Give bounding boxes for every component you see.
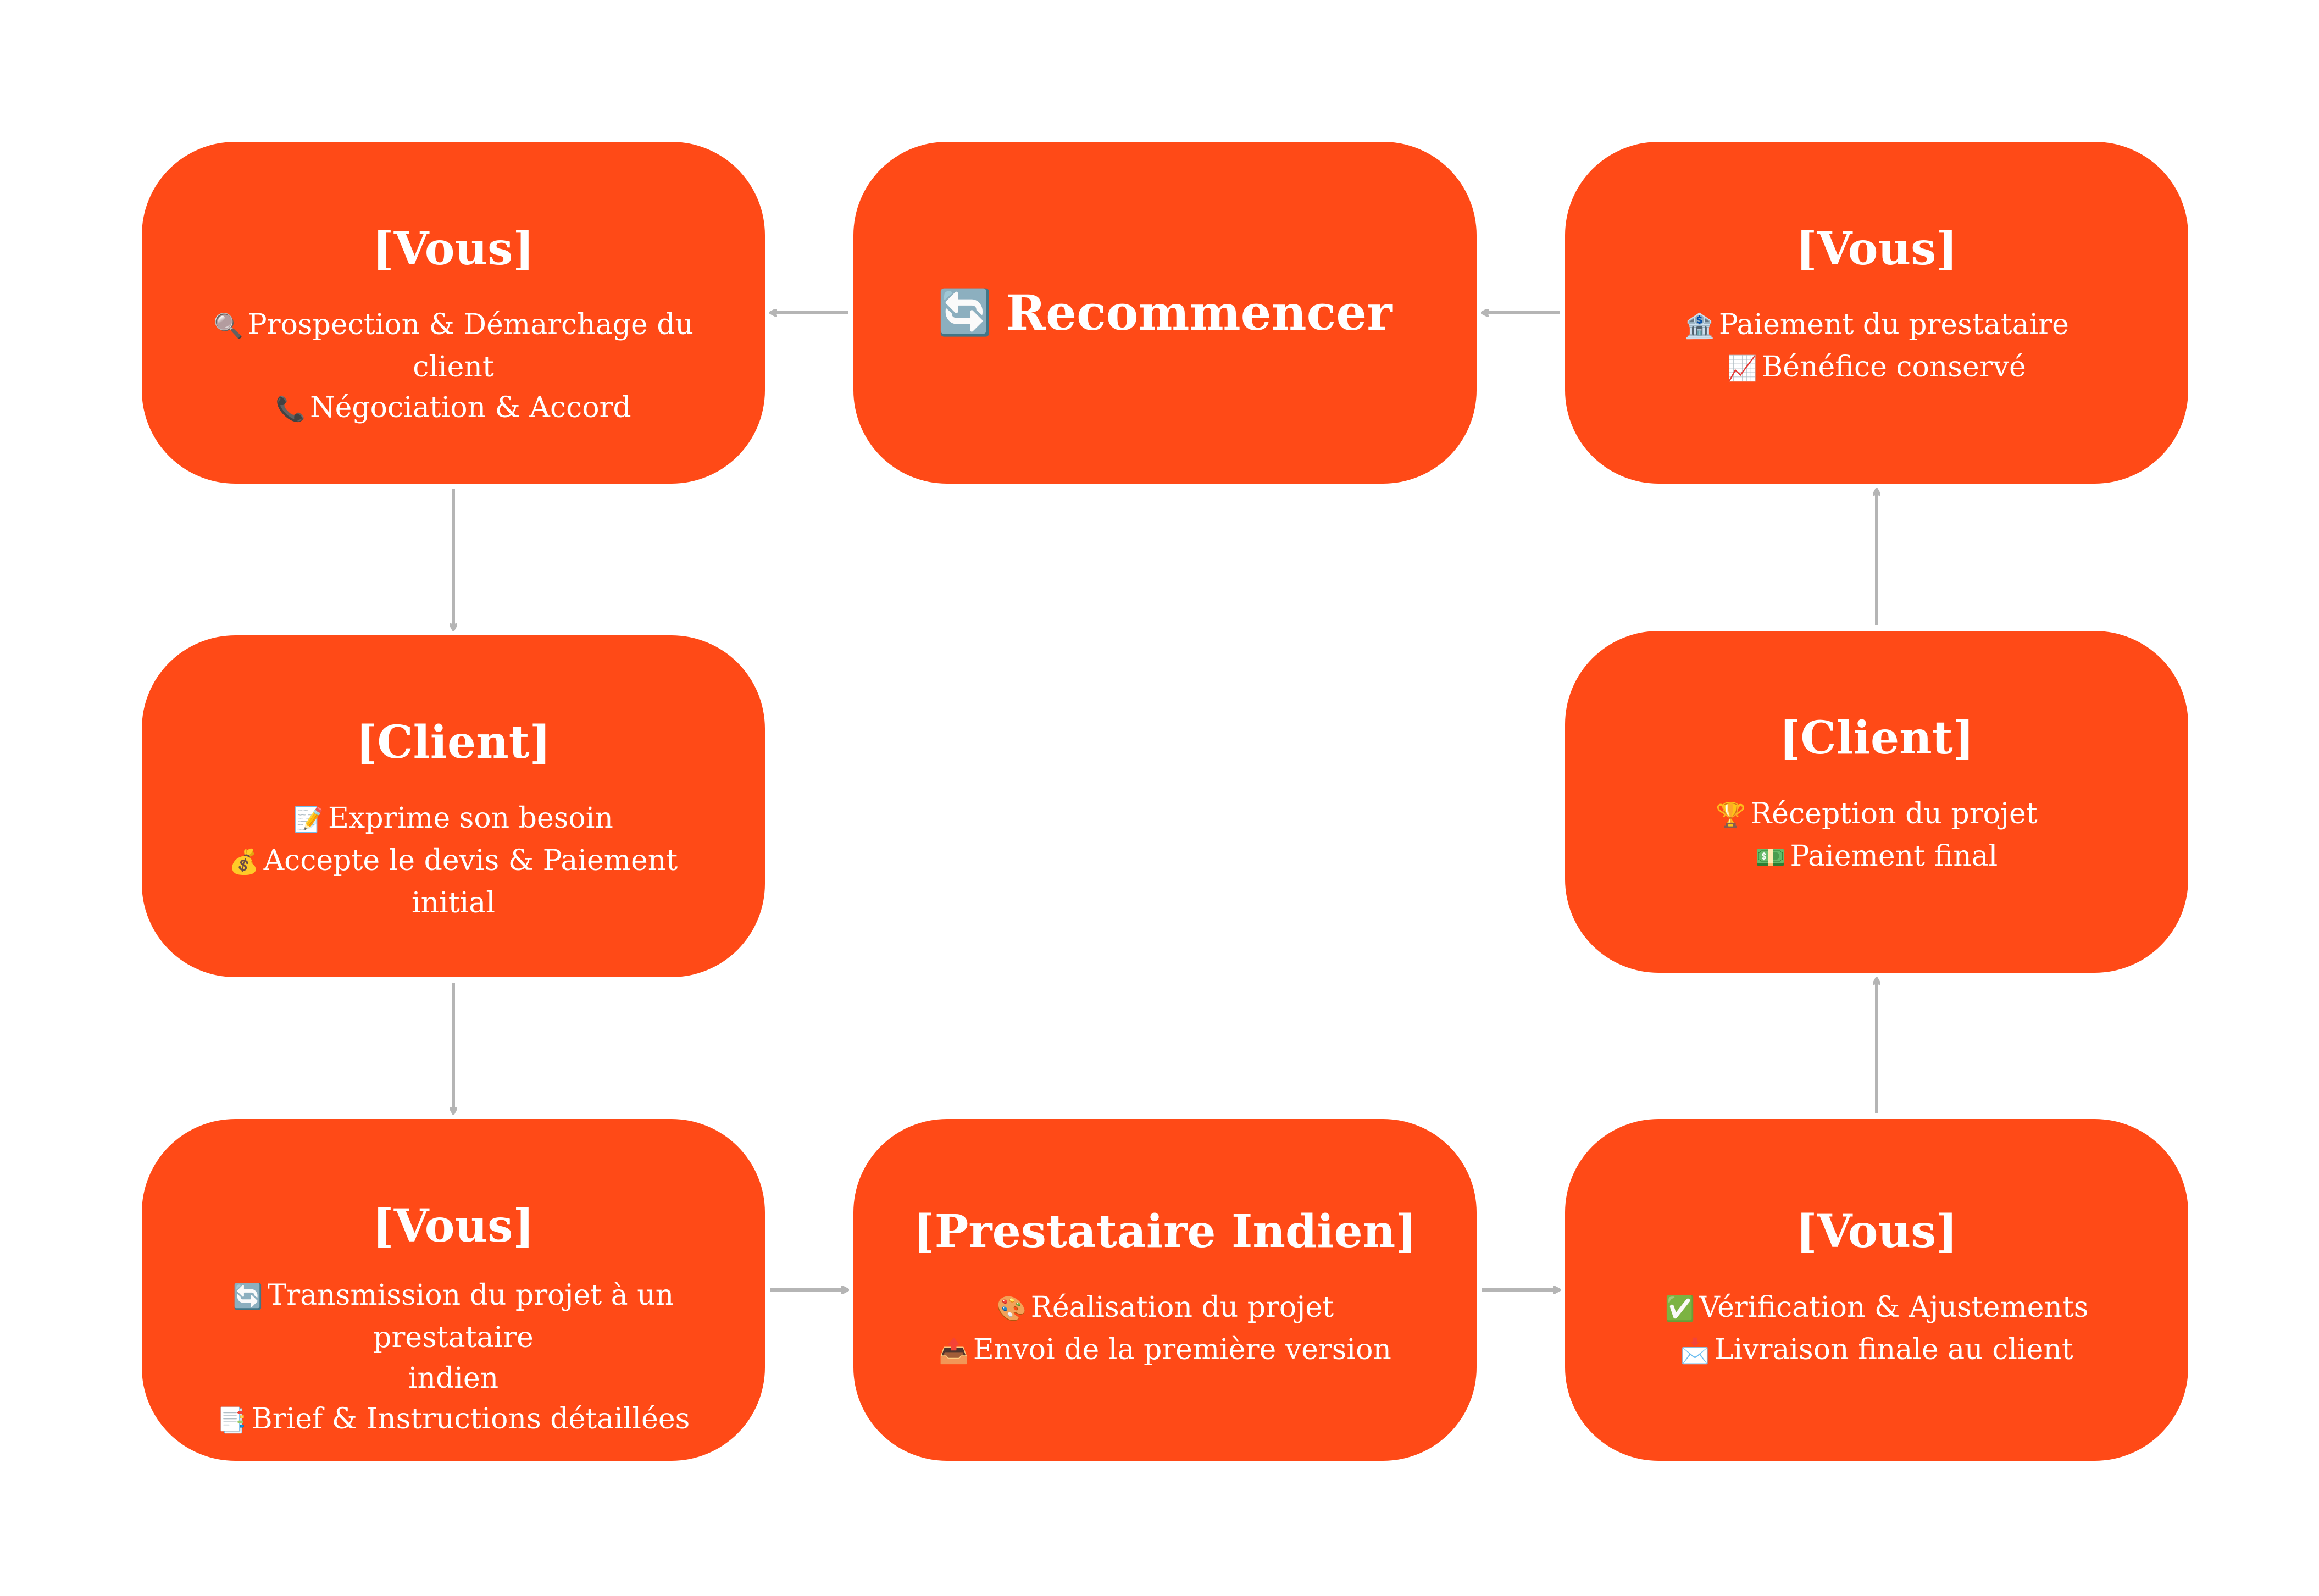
node-lines: ✅Vérification & Ajustements 📩Livraison f… xyxy=(1665,1287,2089,1372)
node-vous-paiement: [Vous] 🏦Paiement du prestataire 📈Bénéfic… xyxy=(1565,142,2188,484)
node-line: 🎨Réalisation du projet xyxy=(939,1287,1391,1329)
bank-icon: 🏦 xyxy=(1684,312,1715,341)
node-line-text: Réalisation du projet xyxy=(1030,1291,1334,1325)
money-bag-icon: 💰 xyxy=(229,848,259,877)
node-lines: 📝Exprime son besoin 💰Accepte le devis & … xyxy=(191,798,715,923)
node-line: 💵Paiement final xyxy=(1716,836,2037,878)
palette-icon: 🎨 xyxy=(996,1295,1027,1323)
node-vous-verification: [Vous] ✅Vérification & Ajustements 📩Livr… xyxy=(1565,1119,2188,1461)
node-line-text: Prospection & Démarchage du client xyxy=(247,308,694,384)
node-line: 🏦Paiement du prestataire xyxy=(1684,304,2069,347)
node-line: 📑Brief & Instructions détaillées xyxy=(191,1399,715,1441)
node-line: 📞Négociation & Accord xyxy=(191,387,715,430)
node-line-text: Réception du projet xyxy=(1750,797,2038,831)
document-icon: 📑 xyxy=(217,1406,247,1435)
node-line-text: Vérification & Ajustements xyxy=(1699,1291,2089,1325)
node-line: 🏆Réception du projet xyxy=(1716,794,2037,836)
node-title: 🔄Recommencer xyxy=(937,286,1392,340)
node-line-text: Accepte le devis & Paiement initial xyxy=(263,844,678,920)
node-line: 📝Exprime son besoin xyxy=(191,798,715,840)
node-title: [Client] xyxy=(1779,712,1974,764)
node-line-text: Brief & Instructions détaillées xyxy=(251,1403,690,1436)
node-line-text: Exprime son besoin xyxy=(328,802,613,835)
node-title: [Client] xyxy=(356,716,551,769)
repeat-arrows-icon: 🔄 xyxy=(937,286,993,338)
node-line-text: indien xyxy=(408,1362,499,1395)
node-line: 📤Envoi de la première version xyxy=(939,1329,1391,1372)
node-line: 📩Livraison finale au client xyxy=(1665,1329,2089,1372)
chart-up-icon: 📈 xyxy=(1727,354,1758,383)
node-lines: 🎨Réalisation du projet 📤Envoi de la prem… xyxy=(939,1287,1391,1372)
repeat-arrows-icon: 🔄 xyxy=(232,1283,263,1311)
banknote-icon: 💵 xyxy=(1755,844,1786,872)
node-line-text: Envoi de la première version xyxy=(973,1333,1391,1367)
node-lines: 🔍Prospection & Démarchage du client 📞Nég… xyxy=(191,304,715,430)
node-vous-prospection: [Vous] 🔍Prospection & Démarchage du clie… xyxy=(142,142,765,484)
node-title: [Vous] xyxy=(1795,223,1958,275)
node-line: 🔄Transmission du projet à un prestataire xyxy=(191,1275,715,1358)
node-line-text: Livraison finale au client xyxy=(1715,1333,2073,1367)
node-vous-transmission: [Vous] 🔄Transmission du projet à un pres… xyxy=(142,1119,765,1461)
node-line-text: Transmission du projet à un prestataire xyxy=(267,1279,674,1355)
node-title: [Vous] xyxy=(372,223,535,275)
node-line-text: Bénéfice conservé xyxy=(1762,351,2026,384)
trophy-icon: 🏆 xyxy=(1716,801,1746,830)
node-line: ✅Vérification & Ajustements xyxy=(1665,1287,2089,1329)
check-mark-icon: ✅ xyxy=(1665,1295,1695,1323)
node-recommencer: 🔄Recommencer xyxy=(853,142,1477,484)
magnifier-icon: 🔍 xyxy=(213,312,243,341)
node-title-text: Recommencer xyxy=(1006,284,1392,341)
phone-icon: 📞 xyxy=(275,395,306,424)
outbox-tray-icon: 📤 xyxy=(939,1337,969,1366)
node-client-reception: [Client] 🏆Réception du projet 💵Paiement … xyxy=(1565,631,2188,973)
node-lines: 🏆Réception du projet 💵Paiement final xyxy=(1716,794,2037,878)
envelope-icon: 📩 xyxy=(1680,1337,1711,1366)
node-title: [Prestataire Indien] xyxy=(913,1205,1417,1258)
node-line: 💰Accepte le devis & Paiement initial xyxy=(191,840,715,923)
node-line: 📈Bénéfice conservé xyxy=(1684,347,2069,389)
node-lines: 🔄Transmission du projet à un prestataire… xyxy=(191,1275,715,1441)
node-title: [Vous] xyxy=(1795,1205,1958,1258)
node-title: [Vous] xyxy=(372,1200,535,1253)
node-lines: 🏦Paiement du prestataire 📈Bénéfice conse… xyxy=(1684,304,2069,389)
node-line: indien xyxy=(191,1358,715,1399)
memo-icon: 📝 xyxy=(293,806,324,834)
node-prestataire: [Prestataire Indien] 🎨Réalisation du pro… xyxy=(853,1119,1477,1461)
node-line-text: Paiement final xyxy=(1790,840,1998,873)
node-client-besoin: [Client] 📝Exprime son besoin 💰Accepte le… xyxy=(142,635,765,977)
node-line-text: Paiement du prestataire xyxy=(1718,308,2069,342)
node-line-text: Négociation & Accord xyxy=(310,391,631,425)
node-line: 🔍Prospection & Démarchage du client xyxy=(191,304,715,387)
